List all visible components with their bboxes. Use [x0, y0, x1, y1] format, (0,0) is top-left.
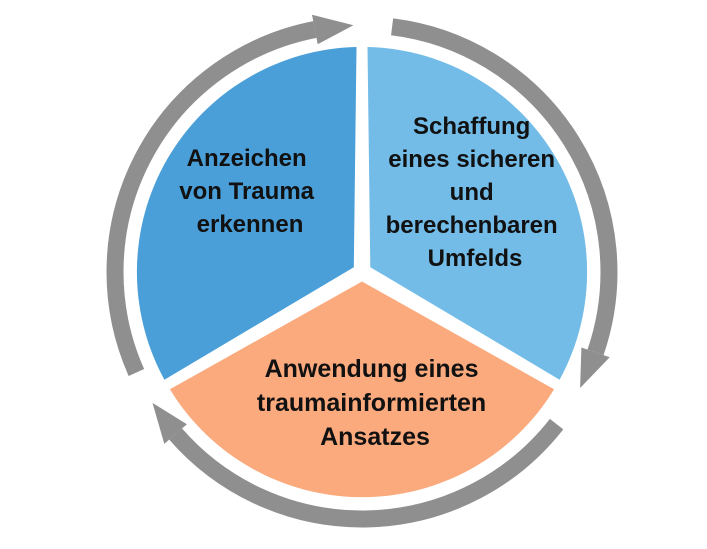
cycle-arrowhead-top [312, 14, 354, 45]
segment-trauma-informed-approach [169, 281, 555, 498]
cycle-arrow-ring [106, 14, 618, 528]
segment-safe-environment [367, 47, 588, 380]
cycle-arrow-arc-right [391, 18, 618, 356]
label-safe-environment: Schaffung eines sicheren und berechenbar… [386, 113, 565, 272]
cycle-arrow-arc-top [106, 21, 317, 376]
cycle-arrowhead-right [580, 347, 610, 388]
cycle-arrow-arc-left [169, 418, 564, 528]
label-recognize-trauma: Anzeichen von Trauma erkennen [179, 145, 320, 238]
segment-recognize-trauma [136, 47, 357, 380]
label-trauma-informed-approach: Anwendung eines traumainformierten Ansat… [257, 355, 493, 451]
cycle-arrowhead-left [152, 402, 187, 444]
